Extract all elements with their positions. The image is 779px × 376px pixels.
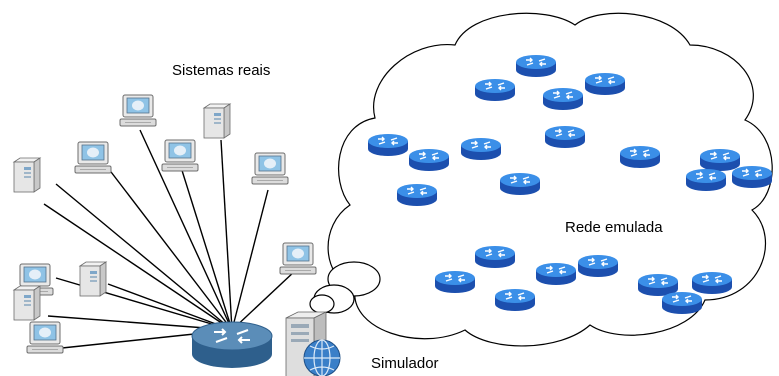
router-icon bbox=[434, 270, 476, 294]
simulator-server-icon bbox=[285, 311, 341, 376]
router-icon bbox=[691, 271, 733, 295]
server-tower-icon bbox=[13, 157, 41, 193]
thought-bubbles bbox=[309, 261, 381, 314]
router-icon bbox=[699, 148, 741, 172]
router-icon bbox=[367, 133, 409, 157]
router-icon bbox=[396, 183, 438, 207]
desktop-computer-icon bbox=[161, 139, 199, 172]
router-icon bbox=[661, 291, 703, 315]
router-icon bbox=[515, 54, 557, 78]
router-icon bbox=[584, 72, 626, 96]
router-icon bbox=[499, 172, 541, 196]
router-icon bbox=[685, 168, 727, 192]
router-icon bbox=[460, 137, 502, 161]
router-icon bbox=[731, 165, 773, 189]
server-tower-icon bbox=[79, 261, 107, 297]
router-icon bbox=[535, 262, 577, 286]
router-icon bbox=[577, 254, 619, 278]
router-icon bbox=[474, 245, 516, 269]
desktop-computer-icon bbox=[74, 141, 112, 174]
server-tower-icon bbox=[203, 103, 231, 139]
router-icon bbox=[408, 148, 450, 172]
router-icon bbox=[544, 125, 586, 149]
simulator-label: Simulador bbox=[371, 355, 439, 372]
router-icon bbox=[474, 78, 516, 102]
real-systems bbox=[13, 94, 317, 354]
emulated-network-label: Rede emulada bbox=[565, 219, 663, 236]
router-icon bbox=[637, 273, 679, 297]
router-icon bbox=[619, 145, 661, 169]
desktop-computer-icon bbox=[279, 242, 317, 275]
hub-router-icon bbox=[191, 321, 273, 368]
desktop-computer-icon bbox=[251, 152, 289, 185]
router-icon bbox=[542, 87, 584, 111]
real-systems-label: Sistemas reais bbox=[172, 62, 271, 79]
desktop-computer-icon bbox=[26, 321, 64, 354]
router-icon bbox=[494, 288, 536, 312]
server-tower-icon bbox=[13, 285, 41, 321]
desktop-computer-icon bbox=[119, 94, 157, 127]
emulated-network-cloud bbox=[327, 12, 773, 347]
